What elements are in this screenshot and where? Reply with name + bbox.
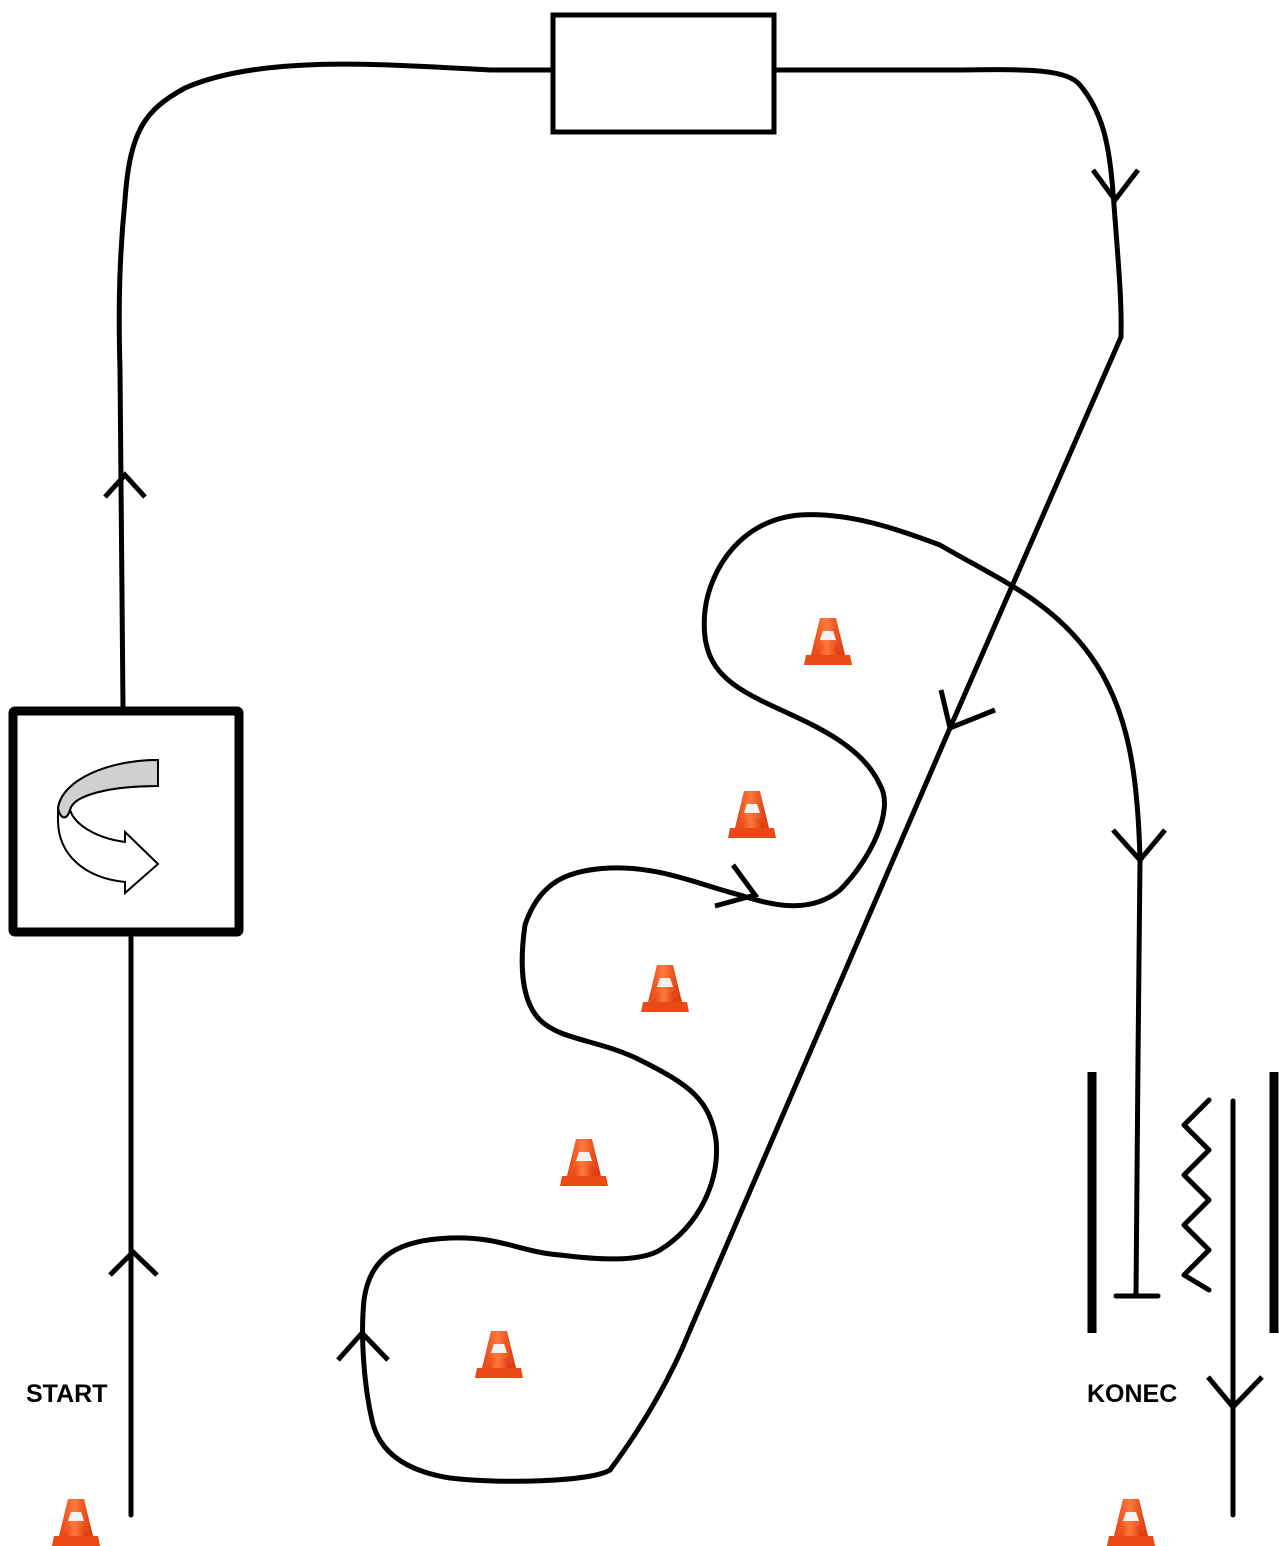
end-label: KONEC bbox=[1087, 1380, 1178, 1408]
traffic-cone-icon bbox=[804, 618, 852, 665]
path-right-descent bbox=[771, 67, 1124, 340]
traffic-cone-icon bbox=[641, 965, 689, 1012]
direction-arrow-icon bbox=[108, 1248, 159, 1277]
direction-arrow-icon bbox=[336, 1329, 390, 1362]
path-slalom bbox=[360, 512, 1143, 1484]
path-left-rise bbox=[116, 61, 556, 711]
direction-arrow-icon bbox=[714, 863, 760, 909]
rotate-arrow-icon bbox=[56, 758, 160, 896]
start-cone-icon bbox=[52, 1499, 100, 1546]
start-label: START bbox=[26, 1380, 108, 1408]
traffic-cone-icon bbox=[728, 791, 776, 838]
traffic-cone-icon bbox=[475, 1331, 523, 1378]
direction-arrow-icon bbox=[1111, 828, 1167, 864]
direction-arrow-icon bbox=[1090, 168, 1140, 205]
top-station-box bbox=[550, 12, 777, 135]
direction-arrow-icon bbox=[938, 689, 996, 732]
end-cone-icon bbox=[1107, 1499, 1155, 1546]
zigzag-bump-icon bbox=[1181, 1097, 1212, 1293]
rotation-station-box bbox=[8, 706, 244, 937]
traffic-cone-icon bbox=[560, 1139, 608, 1186]
direction-arrow-icon bbox=[103, 471, 147, 499]
path-diagonal bbox=[607, 334, 1124, 1473]
